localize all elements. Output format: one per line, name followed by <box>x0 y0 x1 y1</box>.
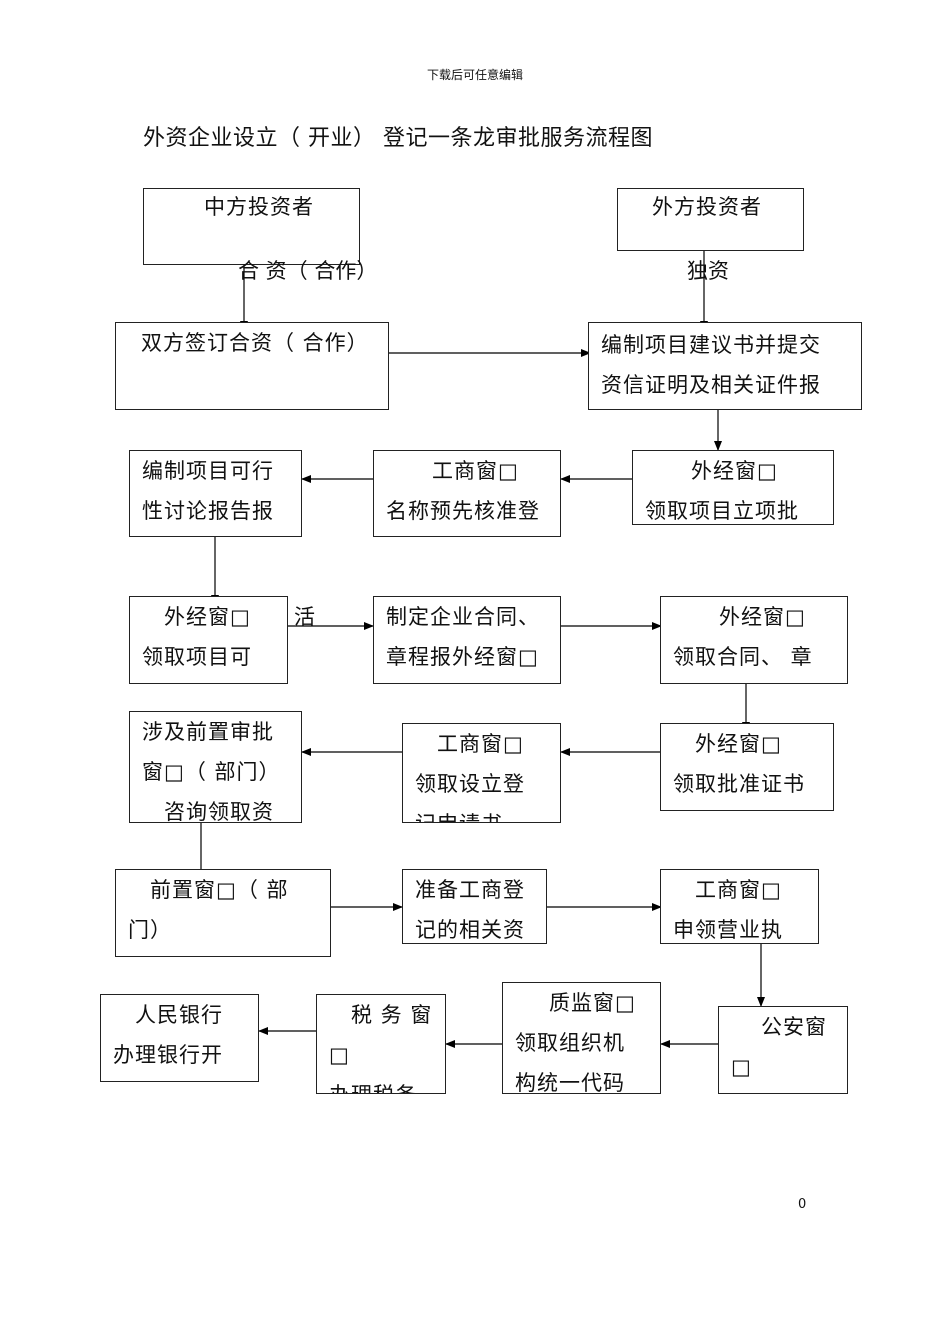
box-zhunbei-gongshang: 准备工商登 记的相关资 <box>402 869 547 944</box>
box-qianzhi-chuangkou: 前置窗□（ 部 门） <box>115 869 331 957</box>
box-line: 工商窗□ <box>695 878 782 902</box>
box-line: 工商窗□ <box>432 459 519 483</box>
box-line: 构统一代码 <box>515 1071 625 1094</box>
box-waifang-investor: 外方投资者 <box>617 188 804 251</box>
box-line: 咨询领取资 <box>164 800 274 823</box>
box-line: 领取项目可 <box>142 645 252 669</box>
label-duzi: 独资 <box>687 259 729 283</box>
box-qianzhi-shenpi: 涉及前置审批 窗□（ 部门） 咨询领取资 <box>129 711 302 823</box>
label-huo: 活 <box>294 605 315 629</box>
box-line: 资信证明及相关证件报 <box>601 373 821 397</box>
box-gongshang-mingcheng: 工商窗□ 名称预先核准登 <box>373 450 561 537</box>
box-line: 领取组织机 <box>515 1031 625 1055</box>
box-line: 外方投资者 <box>652 195 762 219</box>
box-gongshang-sheli: 工商窗□ 领取设立登 记申请书 <box>402 723 561 823</box>
box-zhiding-hetong: 制定企业合同、 章程报外经窗□ <box>373 596 561 684</box>
box-shuangfang-sign: 双方签订合资（ 合作） <box>115 322 389 410</box>
box-line: 窗□（ 部门） <box>142 760 281 784</box>
box-line: 领取批准证书 <box>673 772 805 796</box>
box-shuiwu: 税 务 窗 □ 办理税务 <box>316 994 446 1094</box>
box-zhongfang-investor: 中方投资者 <box>143 188 360 265</box>
box-line: 工商窗□ <box>437 732 524 756</box>
document-title: 外资企业设立（ 开业） 登记一条龙审批服务流程图 <box>143 126 653 151</box>
box-line: 外经窗□ <box>719 605 806 629</box>
box-line: 涉及前置审批 <box>142 720 274 744</box>
box-line: 公安窗 <box>761 1015 827 1039</box>
box-line: 记的相关资 <box>415 918 525 942</box>
box-waijing-pizhun: 外经窗□ 领取批准证书 <box>660 723 834 811</box>
box-line: □ <box>329 1043 350 1067</box>
box-line: 领取合同、 章 <box>673 645 813 669</box>
box-line: 申领营业执 <box>673 918 783 942</box>
box-line: 外经窗□ <box>164 605 251 629</box>
box-line: 中方投资者 <box>204 195 314 219</box>
box-line: 人民银行 <box>135 1003 223 1027</box>
box-line: 领取项目立项批 <box>645 499 799 523</box>
box-waijing-hetong: 外经窗□ 领取合同、 章 <box>660 596 848 684</box>
box-zhijian: 质监窗□ 领取组织机 构统一代码 <box>502 982 661 1094</box>
box-line: 外经窗□ <box>691 459 778 483</box>
box-line: 外经窗□ <box>695 732 782 756</box>
box-line: 门） <box>128 918 172 942</box>
box-waijing-kexing: 外经窗□ 领取项目可 <box>129 596 288 684</box>
box-waijing-lixiang: 外经窗□ 领取项目立项批 <box>632 450 834 525</box>
box-line: 准备工商登 <box>415 878 525 902</box>
box-line: 制定企业合同、 <box>386 605 540 629</box>
box-line: 前置窗□（ 部 <box>150 878 289 902</box>
box-line: 领取设立登 <box>415 772 525 796</box>
box-renmin-yinhang: 人民银行 办理银行开 <box>100 994 259 1082</box>
box-bianzhi-jianyishu: 编制项目建议书并提交 资信证明及相关证件报 <box>588 322 862 410</box>
box-line: 编制项目建议书并提交 <box>601 333 821 357</box>
box-gongshang-yingye: 工商窗□ 申领营业执 <box>660 869 819 944</box>
box-line: 记申请书 <box>415 804 560 822</box>
box-line: 质监窗□ <box>549 991 636 1015</box>
label-hezi: 合 资（ 合作） <box>238 259 378 283</box>
box-line: 编制项目可行 <box>142 459 274 483</box>
box-line: 办理银行开 <box>113 1043 223 1067</box>
box-line: 税 务 窗 <box>351 1003 433 1027</box>
header-note: 下载后可任意编辑 <box>426 68 523 82</box>
box-line: 章程报外经窗□ <box>386 645 539 669</box>
box-line: 双方签订合资（ 合作） <box>141 331 369 355</box>
box-line: 性讨论报告报 <box>142 499 274 523</box>
box-line: 办理税务 <box>329 1075 445 1093</box>
box-gongan: 公安窗 □ <box>718 1006 848 1094</box>
box-line: 名称预先核准登 <box>386 499 540 523</box>
box-line: □ <box>731 1055 752 1079</box>
box-bianzhi-kexing: 编制项目可行 性讨论报告报 <box>129 450 302 537</box>
page-number: 0 <box>798 1197 807 1212</box>
